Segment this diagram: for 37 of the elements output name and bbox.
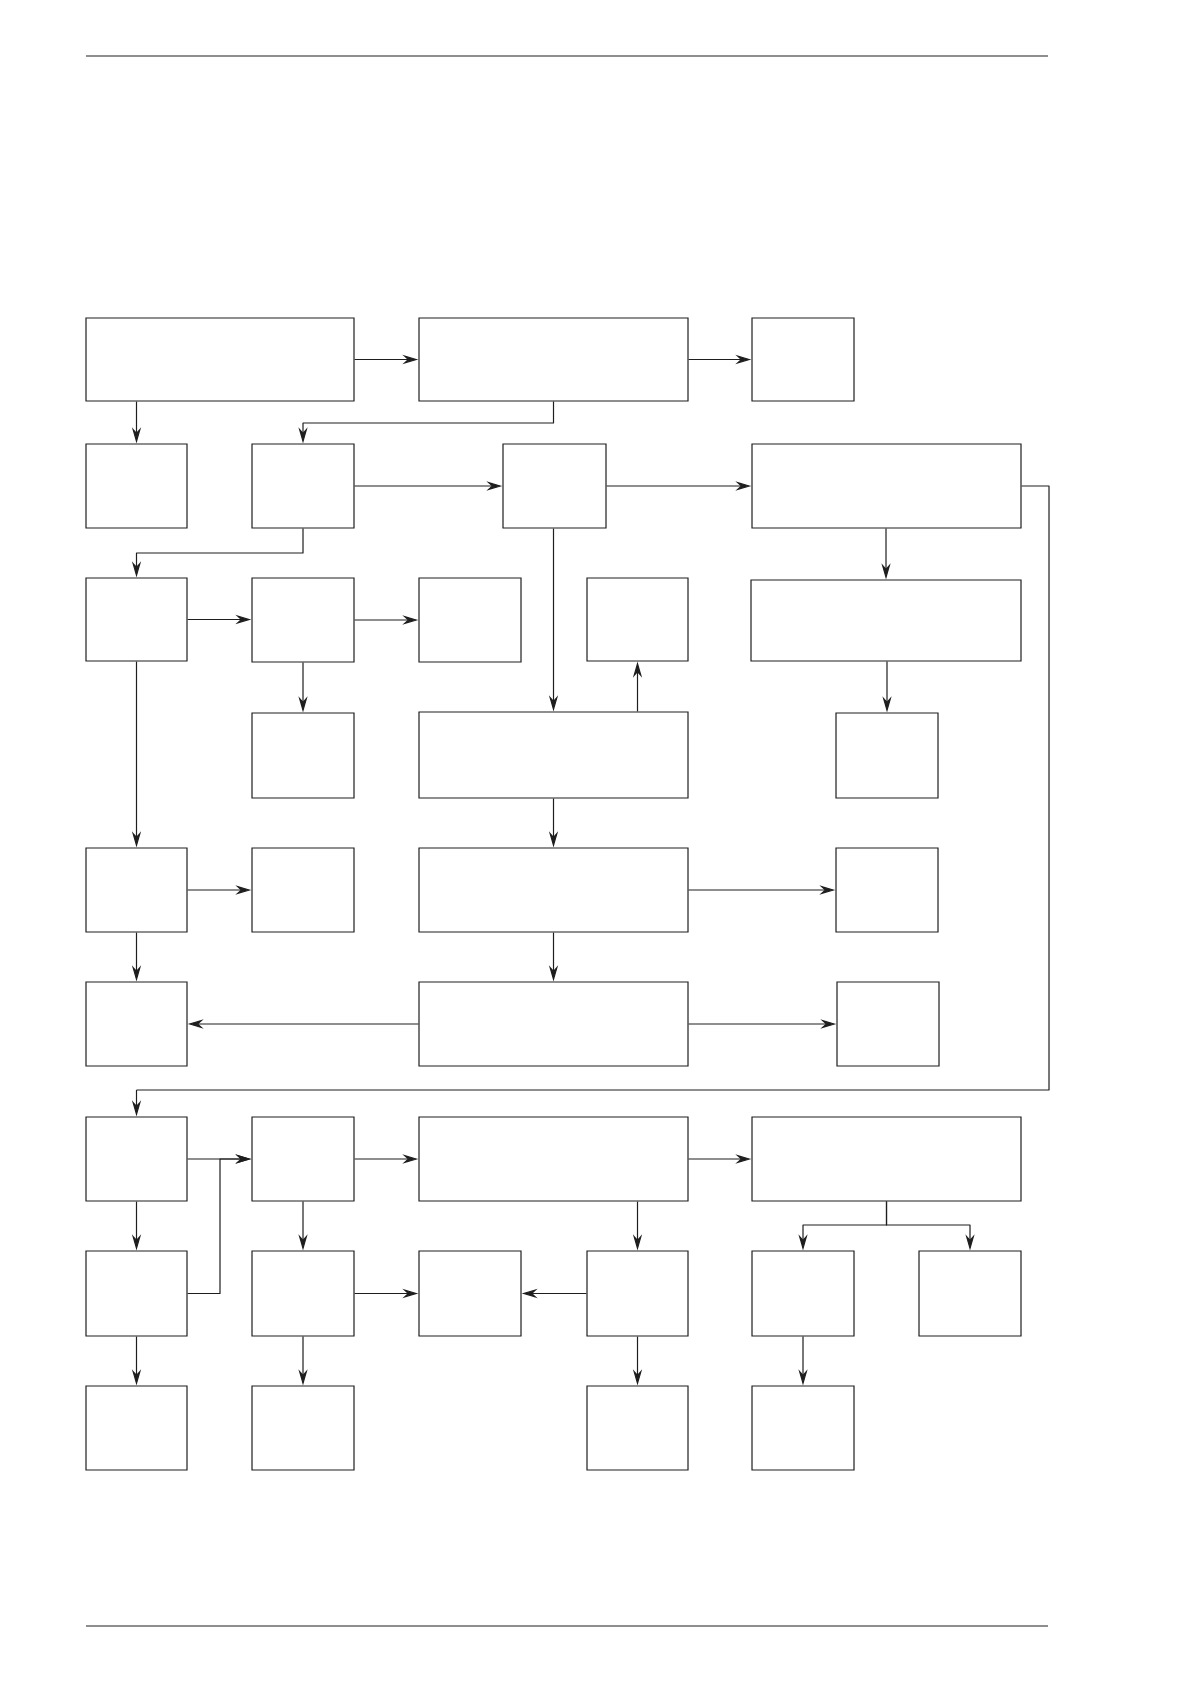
process-box [418,711,689,799]
process-box [251,443,355,529]
process-box [85,1385,188,1471]
process-box [586,577,689,662]
process-box [85,577,188,662]
process-box [418,1116,689,1202]
process-box [251,1385,355,1471]
process-box [85,847,188,933]
process-box [85,317,355,402]
process-box [85,981,188,1067]
process-box [418,577,522,663]
process-box [251,577,355,663]
connector-line [135,485,1050,1091]
process-box [418,847,689,933]
process-box [836,981,940,1067]
process-box [751,1116,1022,1202]
process-box [751,1250,855,1337]
process-box [750,579,1022,662]
process-box [251,847,355,933]
process-box [85,443,188,529]
process-box [418,317,689,402]
process-box [418,1250,522,1337]
process-box [918,1250,1022,1337]
process-box [835,847,939,933]
process-box [251,712,355,799]
process-box [502,443,607,529]
process-box [85,1116,188,1202]
process-box [586,1250,689,1337]
process-box [586,1385,689,1471]
process-box [418,981,689,1067]
process-box [85,1250,188,1337]
process-box [751,1385,855,1471]
process-box [751,443,1022,529]
process-box [751,317,855,402]
process-box [251,1250,355,1337]
process-box [835,712,939,799]
process-box [251,1116,355,1202]
